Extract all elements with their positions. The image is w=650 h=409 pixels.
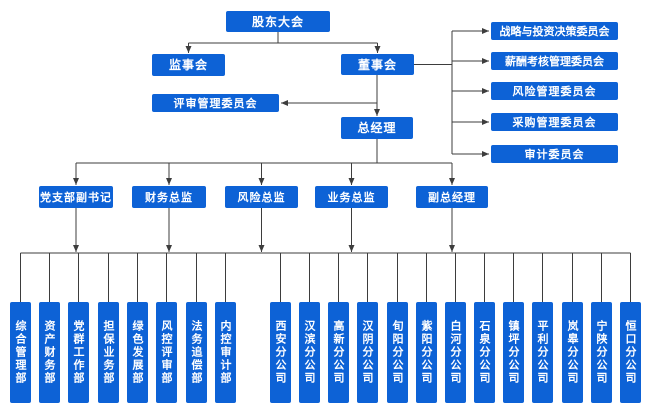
node-shiquan-branch: 石泉分公司 (474, 302, 495, 403)
node-risk-management-committee: 风险管理委员会 (491, 82, 618, 100)
node-ziyang-branch: 紫阳分公司 (416, 302, 437, 403)
node-green-development-dept: 绿色发展部 (127, 302, 148, 403)
node-party-branch-deputy-secretary: 党支部副书记 (39, 186, 113, 208)
node-compensation-assessment-committee: 薪酬考核管理委员会 (491, 52, 618, 70)
node-asset-finance-dept: 资产财务部 (39, 302, 60, 403)
node-internal-audit-dept: 内控审计部 (215, 302, 236, 403)
node-general-manager: 总经理 (341, 117, 413, 139)
node-xian-branch: 西安分公司 (270, 302, 291, 403)
node-xunyang-branch: 旬阳分公司 (387, 302, 408, 403)
node-strategy-investment-committee: 战略与投资决策委员会 (491, 22, 618, 40)
node-review-management-committee: 评审管理委员会 (152, 94, 279, 112)
node-hengkou-branch: 恒口分公司 (620, 302, 641, 403)
node-risk-director: 风险总监 (225, 186, 298, 208)
node-gaoxin-branch: 高新分公司 (328, 302, 349, 403)
node-financial-director: 财务总监 (132, 186, 206, 208)
node-pingli-branch: 平利分公司 (532, 302, 553, 403)
node-zhenping-branch: 镇坪分公司 (503, 302, 524, 403)
node-board-of-directors: 董事会 (341, 54, 414, 75)
node-ningshan-branch: 宁陕分公司 (591, 302, 612, 403)
node-hanbin-branch: 汉滨分公司 (299, 302, 320, 403)
node-guarantee-business-dept: 担保业务部 (98, 302, 119, 403)
node-deputy-general-manager: 副总经理 (416, 186, 488, 208)
node-langao-branch: 岚皋分公司 (562, 302, 583, 403)
node-risk-control-review-dept: 风控评审部 (156, 302, 177, 403)
node-business-director: 业务总监 (315, 186, 388, 208)
node-party-mass-work-dept: 党群工作部 (68, 302, 89, 403)
node-hanyin-branch: 汉阴分公司 (357, 302, 378, 403)
node-procurement-management-committee: 采购管理委员会 (491, 113, 618, 131)
node-legal-recovery-dept: 法务追偿部 (186, 302, 207, 403)
node-supervisory-board: 监事会 (152, 54, 225, 76)
node-shareholders-meeting: 股东大会 (226, 11, 330, 32)
node-audit-committee: 审计委员会 (491, 145, 618, 163)
node-baihe-branch: 白河分公司 (445, 302, 466, 403)
plain-wires (20, 31, 631, 302)
node-general-management-dept: 综合管理部 (10, 302, 31, 403)
